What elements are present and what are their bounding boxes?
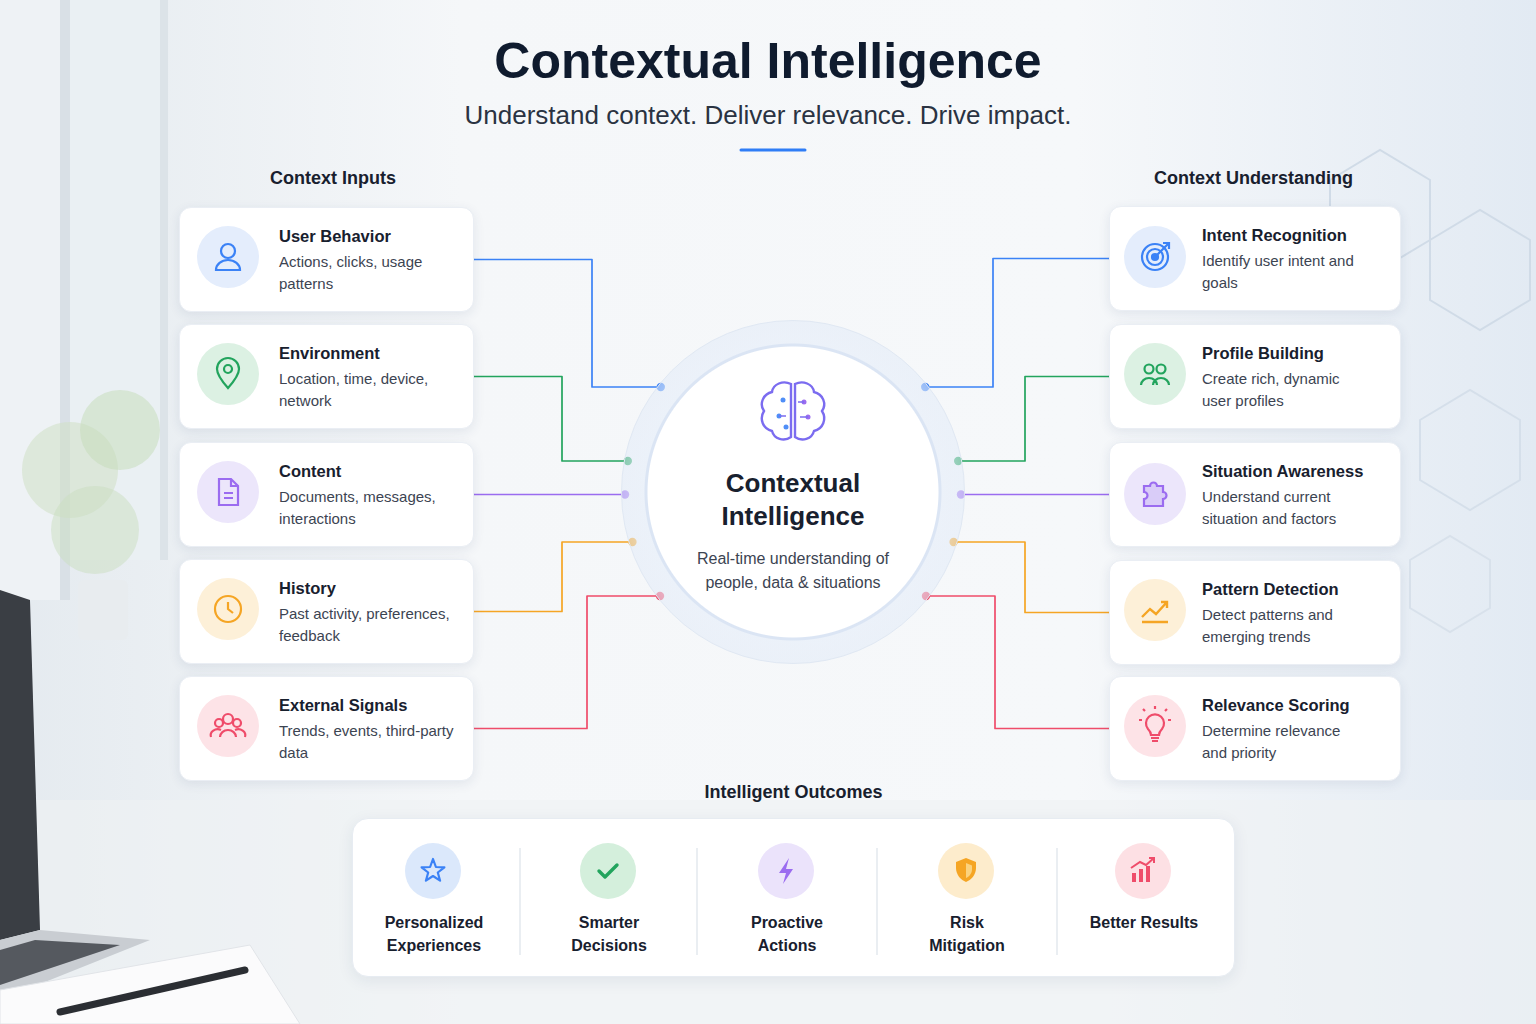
hexagon-decor [1430, 210, 1530, 330]
node-description: Determine relevance and priority [1202, 720, 1362, 764]
outcome-item: Proactive Actions [707, 819, 867, 957]
node-description: Actions, clicks, usage patterns [279, 251, 463, 295]
node-description: Documents, messages, interactions [279, 486, 463, 530]
node-heading: Profile Building [1202, 343, 1390, 363]
connector-line [930, 596, 1109, 729]
input-card: HistoryPast activity, preferences, feedb… [179, 559, 474, 664]
connector-line [958, 542, 1109, 613]
node-heading: Proactive Actions [731, 911, 843, 957]
section-heading: Context Inputs [270, 166, 530, 190]
node-description: Create rich, dynamic user profiles [1202, 368, 1362, 412]
node-heading: Smarter Decisions [553, 911, 665, 957]
laptop-screen [0, 590, 40, 940]
hub-circle: Contextual IntelligenceReal-time underst… [621, 320, 965, 664]
outcomes-panel: Intelligent OutcomesPersonalized Experie… [352, 818, 1235, 977]
node-heading: Intent Recognition [1202, 225, 1390, 245]
input-card: EnvironmentLocation, time, device, netwo… [179, 324, 474, 429]
understanding-card: Relevance ScoringDetermine relevance and… [1109, 676, 1401, 781]
input-card: External SignalsTrends, events, third-pa… [179, 676, 474, 781]
node-heading: User Behavior [279, 226, 463, 246]
connector-line [474, 542, 628, 612]
outcome-item: Personalized Experiences [354, 819, 514, 957]
window-frame [160, 0, 168, 560]
node-heading: Personalized Experiences [378, 911, 490, 957]
node-heading: External Signals [279, 695, 463, 715]
node-heading: Situation Awareness [1202, 461, 1390, 481]
node-heading: Risk Mitigation [911, 911, 1023, 957]
node-description: Past activity, preferences, feedback [279, 603, 463, 647]
node-heading: Relevance Scoring [1202, 695, 1390, 715]
understanding-card: Profile BuildingCreate rich, dynamic use… [1109, 324, 1401, 429]
desk-surface [0, 800, 1536, 1024]
connector-line [962, 377, 1109, 462]
outcome-item: Risk Mitigation [887, 819, 1047, 957]
understanding-card: Situation AwarenessUnderstand current si… [1109, 442, 1401, 547]
node-heading: Pattern Detection [1202, 579, 1390, 599]
node-heading: Environment [279, 343, 463, 363]
node-description: Understand current situation and factors [1202, 486, 1362, 530]
title-underline [741, 149, 805, 152]
connector-group [474, 259, 1109, 729]
connector-line [929, 259, 1109, 388]
notebook [0, 945, 300, 1024]
label-holder: Context Inputs [270, 166, 530, 190]
connector-line [474, 494, 621, 496]
connector-line [474, 596, 656, 729]
node-description: Detect patterns and emerging trends [1202, 604, 1362, 648]
input-card: ContentDocuments, messages, interactions [179, 442, 474, 547]
node-description: Identify user intent and goals [1202, 250, 1362, 294]
label-holder: Context Understanding [1154, 166, 1454, 190]
node-heading: Intelligent Outcomes [353, 781, 1234, 803]
outcome-item: Better Results [1064, 819, 1224, 934]
understanding-card: Pattern DetectionDetect patterns and eme… [1109, 560, 1401, 665]
node-description: Location, time, device, network [279, 368, 463, 412]
hexagon-decor [1420, 390, 1520, 510]
node-heading: Contextual Intelligence [693, 467, 893, 533]
diagram-title: Contextual Intelligence [0, 31, 1536, 91]
node-description: Real-time understanding of people, data … [683, 547, 903, 595]
pen [60, 970, 245, 1012]
understanding-card: Intent RecognitionIdentify user intent a… [1109, 206, 1401, 311]
section-heading: Context Understanding [1154, 166, 1454, 190]
connector-line [474, 260, 657, 388]
hexagon-decor [1410, 536, 1490, 632]
connector-line [474, 377, 624, 462]
connector-dot-group [466, 254, 1117, 732]
node-heading: Content [279, 461, 463, 481]
title-holder: Contextual Intelligence [0, 31, 1536, 91]
outcome-item: Smarter Decisions [529, 819, 689, 957]
node-heading: History [279, 578, 463, 598]
connector-line [965, 494, 1109, 496]
plant-pot [78, 580, 128, 640]
subtitle: Understand context. Deliver relevance. D… [0, 99, 1536, 131]
node-heading: Better Results [1088, 911, 1200, 934]
label-holder: Understand context. Deliver relevance. D… [0, 99, 1536, 131]
plant-leaves [80, 390, 160, 470]
node-description: Trends, events, third-party data [279, 720, 463, 764]
input-card: User BehaviorActions, clicks, usage patt… [179, 207, 474, 312]
plant-leaves [51, 486, 139, 574]
